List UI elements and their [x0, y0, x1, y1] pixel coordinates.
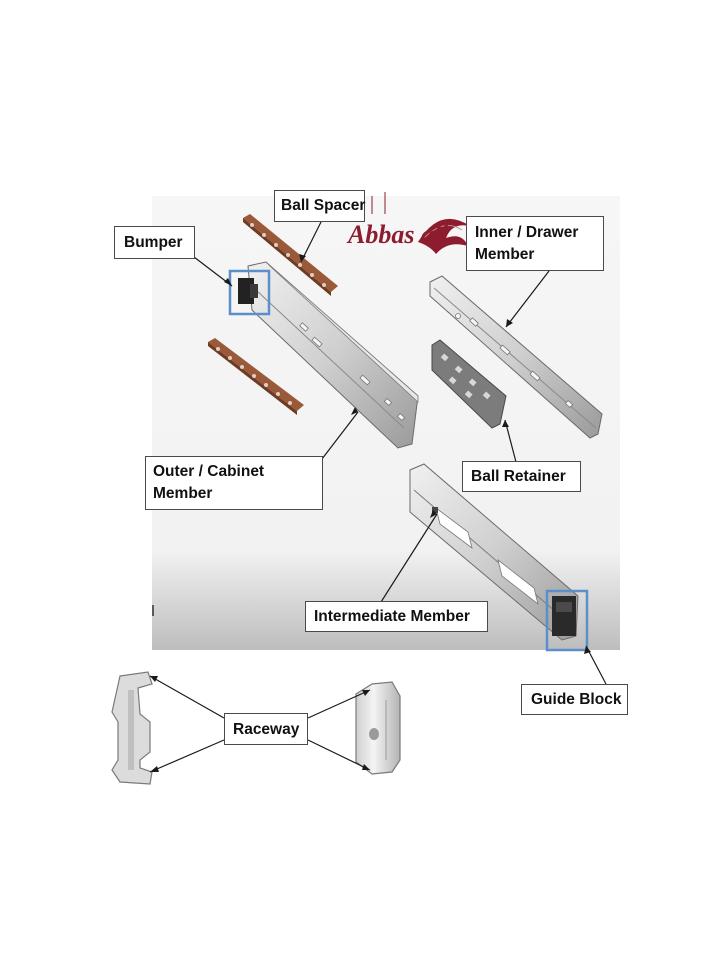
label-bumper: Bumper	[114, 226, 195, 259]
ball-spacer-part-bottom	[208, 338, 304, 415]
intermediate-member-part	[409, 463, 579, 641]
label-outer-cabinet-member: Outer / Cabinet Member	[145, 456, 323, 510]
bumper-highlight-box	[228, 269, 271, 316]
leader-arrowheads	[150, 254, 591, 772]
leader-inner-drawer	[505, 270, 550, 328]
label-ball-spacer: Ball Spacer	[274, 190, 365, 222]
label-raceway: Raceway	[224, 713, 308, 745]
leader-outer-cabinet	[321, 411, 359, 460]
raceway-block-part	[355, 681, 401, 775]
ball-retainer-part	[431, 339, 507, 429]
label-inner-drawer-member: Inner / Drawer Member	[466, 216, 604, 271]
leader-intermediate	[380, 513, 438, 603]
leader-raceway-4	[307, 739, 371, 771]
label-intermediate-member: Intermediate Member	[305, 601, 488, 632]
bumper-part	[238, 278, 258, 304]
logo-wordmark: Abbas ali	[348, 220, 449, 249]
guide-block-part	[552, 596, 576, 636]
leader-ball-spacer	[300, 221, 322, 263]
label-guide-block: Guide Block	[521, 684, 628, 715]
outer-cabinet-member-part	[247, 261, 419, 449]
raceway-bracket-part	[111, 671, 153, 785]
ball-spacer-part-top	[243, 214, 338, 296]
leader-raceway-2	[149, 739, 225, 773]
inner-drawer-member-part	[429, 275, 603, 439]
logo-emblem	[371, 192, 470, 254]
leader-raceway-1	[149, 675, 225, 719]
guide-block-highlight-box	[545, 589, 589, 652]
leader-lines	[149, 221, 607, 773]
label-ball-retainer: Ball Retainer	[462, 461, 581, 492]
leader-raceway-3	[307, 689, 371, 719]
